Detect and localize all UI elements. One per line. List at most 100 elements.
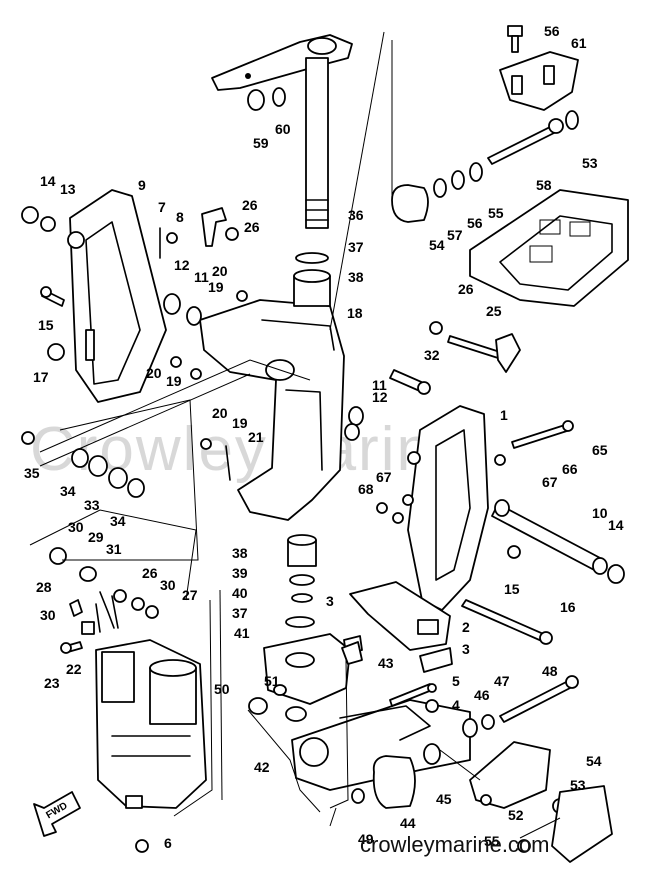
callout-29: 30 xyxy=(160,577,176,593)
nut-35 xyxy=(21,431,35,445)
washers-57-59 xyxy=(433,162,483,198)
bolt-7-8 xyxy=(159,227,178,259)
callout-50: 50 xyxy=(214,681,230,697)
steering-shaft xyxy=(305,57,329,229)
callout-10: 10 xyxy=(592,505,608,521)
stern-bracket-left xyxy=(67,189,167,403)
nut-14-washer-13 xyxy=(21,206,56,232)
nut-61 xyxy=(247,89,265,111)
rubber-mount-56 xyxy=(391,184,429,223)
bolt-21 xyxy=(225,445,231,481)
washer-62 xyxy=(272,87,286,107)
bushing-38-lower xyxy=(287,534,317,567)
callout-20-low: 20 xyxy=(212,405,228,421)
callout-24: 25 xyxy=(486,303,502,319)
bolt-66 xyxy=(511,420,574,449)
callout-26-low-a: 26 xyxy=(142,565,158,581)
clip-27-28 xyxy=(49,547,97,582)
callout-65: 56 xyxy=(544,23,560,39)
callout-21: 21 xyxy=(248,429,264,445)
callout-69: 68 xyxy=(358,481,374,497)
washer-45-lower xyxy=(423,743,441,765)
callout-58: 56 xyxy=(467,215,483,231)
callout-36: 36 xyxy=(348,207,364,223)
callout-68: 67 xyxy=(542,474,558,490)
callout-13: 13 xyxy=(60,181,76,197)
pin-32 xyxy=(389,369,431,395)
callout-11-right: 11 xyxy=(372,377,387,393)
callout-4: 4 xyxy=(452,697,460,713)
callout-52: 52 xyxy=(508,807,524,823)
callout-66: 65 xyxy=(592,442,608,458)
bottom-cowling xyxy=(469,189,629,307)
bolt-65 xyxy=(507,25,523,53)
bolt-22-23 xyxy=(60,621,95,654)
callout-23: 23 xyxy=(44,675,60,691)
bolt-26-right xyxy=(429,321,443,335)
callout-3-left: 3 xyxy=(326,593,334,609)
nut-14-right xyxy=(607,564,625,584)
callout-1: 1 xyxy=(500,407,508,423)
callout-15-left: 15 xyxy=(38,317,54,333)
seal-42 xyxy=(285,706,307,722)
clamp-bracket-2 xyxy=(349,581,451,651)
callout-19-mid: 19 xyxy=(166,373,182,389)
callout-19-top: 19 xyxy=(208,279,224,295)
callout-14-left: 14 xyxy=(40,173,56,189)
callout-37-lower: 37 xyxy=(232,605,248,621)
callout-30-top: 30 xyxy=(68,519,84,535)
callout-34-right: 34 xyxy=(110,513,126,529)
upper-mount-64 xyxy=(499,51,579,111)
bolt-24 xyxy=(447,333,521,373)
callout-28: 29 xyxy=(88,529,104,545)
callout-2: 2 xyxy=(462,619,470,635)
nut-17 xyxy=(47,343,65,361)
nut-11-washer-12-right xyxy=(344,406,364,441)
power-trim-tilt-unit xyxy=(95,639,207,809)
callout-40: 40 xyxy=(232,585,248,601)
callout-3-right: 3 xyxy=(462,641,470,657)
callout-39: 39 xyxy=(232,565,248,581)
tilt-tube-10 xyxy=(491,499,608,575)
callout-32: 32 xyxy=(424,347,440,363)
grease-19-20 xyxy=(170,290,248,450)
cover-54 xyxy=(551,785,613,863)
callout-19-low: 19 xyxy=(232,415,248,431)
callout-56: 54 xyxy=(429,237,445,253)
bolts-26-29 xyxy=(113,589,159,619)
callout-22: 22 xyxy=(66,661,82,677)
callout-45: 45 xyxy=(436,791,452,807)
callout-64: 61 xyxy=(571,35,587,51)
guide-lines xyxy=(29,31,561,839)
lever-25-bolt-26 xyxy=(201,207,239,247)
callout-26-low-b: 27 xyxy=(182,587,198,603)
washer-63 xyxy=(565,110,579,130)
callout-54: 54 xyxy=(586,753,602,769)
callout-41: 41 xyxy=(234,625,250,641)
callout-67-mid: 67 xyxy=(376,469,392,485)
bolt-15-right xyxy=(507,545,521,559)
bushing-37-upper xyxy=(295,252,329,264)
site-credit: crowleymarine.com xyxy=(360,832,550,857)
bolt-16 xyxy=(461,599,553,645)
callout-37-upper: 37 xyxy=(348,239,364,255)
lower-bracket-52 xyxy=(469,741,551,809)
callout-51: 51 xyxy=(264,673,280,689)
callout-42: 42 xyxy=(254,759,270,775)
callout-43: 43 xyxy=(378,655,394,671)
bolt-48 xyxy=(499,675,579,723)
callout-18: 18 xyxy=(347,305,363,321)
callout-47: 47 xyxy=(494,673,510,689)
steering-arm xyxy=(211,34,353,91)
bushing-38-upper xyxy=(293,269,331,307)
callout-33: 33 xyxy=(84,497,100,513)
callout-12-left: 12 xyxy=(174,257,190,273)
callout-20-mid: 20 xyxy=(146,365,162,381)
callout-53: 53 xyxy=(570,777,586,793)
bolt-5 xyxy=(389,683,437,707)
forward-arrow: FWD xyxy=(33,791,81,837)
callout-7: 7 xyxy=(158,199,166,215)
damper-44 xyxy=(372,755,416,809)
callout-14-right: 14 xyxy=(608,517,624,533)
